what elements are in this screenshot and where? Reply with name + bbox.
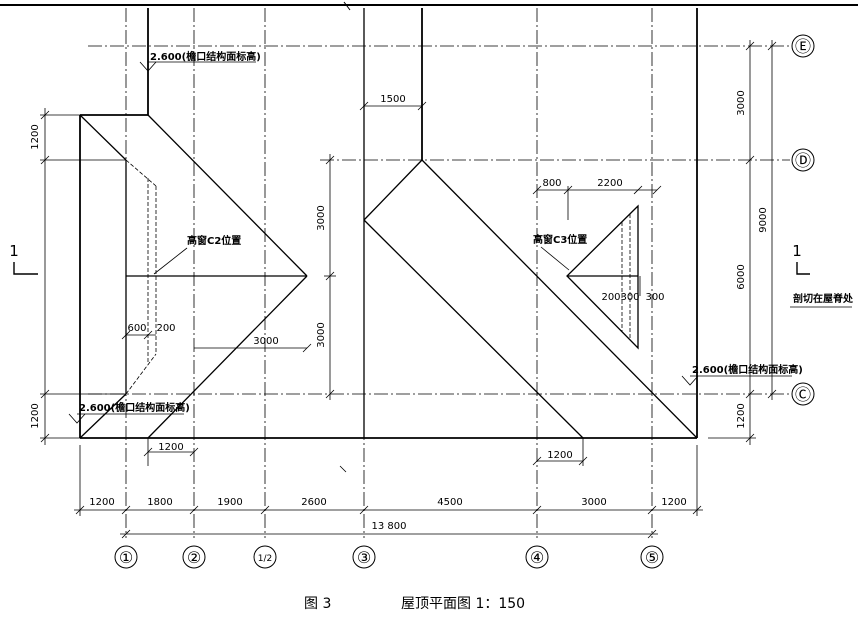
dim-bot-right-1200: 1200 <box>547 450 572 461</box>
dim-c3-300-b: 300 <box>645 292 664 303</box>
middle-dimension-chain <box>324 154 336 400</box>
dim-mid-top: 3000 <box>316 205 327 230</box>
axis-label-3: ③ <box>357 548 371 567</box>
roof-ridges <box>79 8 698 439</box>
elevation-note-top: 2.600(檐口结构面标高) <box>150 50 261 63</box>
dim-bottom-3: 1900 <box>217 497 242 508</box>
roof-outline <box>79 8 698 439</box>
dim-bottom-2: 1800 <box>147 497 172 508</box>
axis-label-2: ② <box>187 548 201 567</box>
window-c2-note: 高窗C2位置 <box>187 234 241 247</box>
horizontal-grid-lines <box>88 45 790 395</box>
dim-left-top: 1200 <box>30 124 41 149</box>
section-note: 剖切在屋脊处 <box>793 292 854 305</box>
right-dimension-chain <box>708 40 777 445</box>
axis-label-c: Ⓒ <box>795 385 811 404</box>
elevation-markers <box>68 55 699 424</box>
section-mark-lines <box>13 262 810 275</box>
dim-right-9000: 9000 <box>758 207 769 232</box>
dim-mid-bottom: 3000 <box>316 322 327 347</box>
window-c3-note: 高窗C3位置 <box>533 233 587 246</box>
dim-left-bottom: 1200 <box>30 403 41 428</box>
section-mark-right: 1 <box>792 242 802 260</box>
left-dimension-chain <box>40 108 126 445</box>
dim-2200: 2200 <box>597 178 622 189</box>
axis-label-1-2: 1/2 <box>258 554 272 564</box>
vertical-grid-lines <box>125 8 653 538</box>
dim-bottom-4: 2600 <box>301 497 326 508</box>
axis-label-5: ⑤ <box>645 548 659 567</box>
window-c2-outline <box>125 159 157 395</box>
axis-bubbles <box>114 34 815 569</box>
top-border-break <box>343 1 351 11</box>
elevation-note-left: 2.600(檐口结构面标高) <box>79 401 190 414</box>
dim-c2-200: 200 <box>156 323 175 334</box>
bottom-dimension-chain <box>74 445 703 539</box>
dim-800: 800 <box>542 178 561 189</box>
dim-total: 13 800 <box>372 521 407 532</box>
break-mark <box>339 465 347 473</box>
dim-right-3000: 3000 <box>736 90 747 115</box>
window-c3-dashed <box>621 214 631 340</box>
dim-bottom-1: 1200 <box>89 497 114 508</box>
dim-bottom-5: 4500 <box>437 497 462 508</box>
dim-right-6000: 6000 <box>736 264 747 289</box>
dim-bottom-7: 1200 <box>661 497 686 508</box>
axis-label-1: ① <box>119 548 133 567</box>
small-dimensions <box>121 101 662 466</box>
caption-title: 屋顶平面图 1：150 <box>401 596 525 612</box>
window-c3 <box>566 204 639 350</box>
dim-bottom-6: 3000 <box>581 497 606 508</box>
caption-figure-number: 图 3 <box>304 596 331 612</box>
dim-600: 600 <box>127 323 146 334</box>
elevation-note-right: 2.600(檐口结构面标高) <box>692 363 803 376</box>
dim-c3-200: 200 <box>601 292 620 303</box>
dim-c3-300-a: 300 <box>620 292 639 303</box>
dim-bot-left-1200: 1200 <box>158 442 183 453</box>
section-mark-left: 1 <box>9 242 19 260</box>
dim-c2-3000: 3000 <box>253 336 278 347</box>
dim-right-1200: 1200 <box>736 403 747 428</box>
leader-lines <box>77 61 852 415</box>
axis-label-4: ④ <box>530 548 544 567</box>
dim-1500: 1500 <box>380 94 405 105</box>
axis-label-e: Ⓔ <box>795 37 811 56</box>
axis-label-d: Ⓓ <box>795 151 811 170</box>
